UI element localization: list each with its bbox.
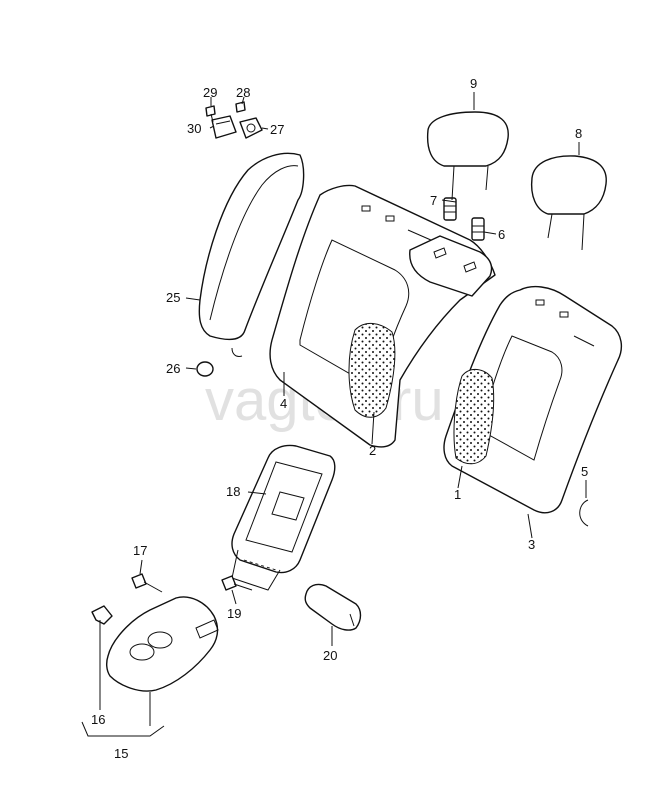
backrest-cushion-part-2: [348, 323, 396, 418]
bolt-part-19: [221, 575, 253, 591]
backrest-cover-part-3: [443, 285, 623, 514]
headrest-part-9: [426, 111, 509, 201]
callout-2: 2: [369, 443, 376, 458]
leader-lines: [81, 92, 587, 737]
callout-19: 19: [227, 606, 241, 621]
callout-16: 16: [91, 712, 105, 727]
clip-part-27: [239, 117, 263, 139]
headrest-guide-part-6: [471, 217, 485, 241]
headrest-guide-part-7: [443, 197, 457, 221]
cap-part-26: [196, 361, 214, 377]
armrest-cover-part-20: [304, 583, 362, 631]
callout-20: 20: [323, 648, 337, 663]
callout-4: 4: [280, 396, 287, 411]
clip-part-5: [579, 499, 589, 527]
screw-part-29: [205, 105, 216, 123]
callout-30: 30: [187, 121, 201, 136]
armrest-frame-part-18: [231, 444, 336, 591]
callout-9: 9: [470, 76, 477, 91]
callout-27: 27: [270, 122, 284, 137]
callout-7: 7: [430, 193, 437, 208]
callout-5: 5: [581, 464, 588, 479]
callout-18: 18: [226, 484, 240, 499]
side-bolster-part-25: [198, 152, 305, 357]
callout-25: 25: [166, 290, 180, 305]
screw-part-28: [235, 101, 246, 113]
callout-29: 29: [203, 85, 217, 100]
backrest-cushion-part-1: [453, 369, 495, 465]
headrest-mount-plate: [409, 235, 493, 297]
callout-28: 28: [236, 85, 250, 100]
clip-part-16: [91, 605, 113, 625]
armrest-part-15: [105, 596, 219, 692]
bolt-part-17: [131, 573, 163, 593]
bracket-part-30: [211, 115, 237, 139]
callout-labels: 1 2 3 4 5 6 7 8 9 15 16 17 18 19 20 25 2…: [91, 76, 588, 761]
callout-3: 3: [528, 537, 535, 552]
callout-6: 6: [498, 227, 505, 242]
callout-17: 17: [133, 543, 147, 558]
callout-26: 26: [166, 361, 180, 376]
headrest-part-8: [530, 155, 607, 251]
callout-15: 15: [114, 746, 128, 761]
callout-1: 1: [454, 487, 461, 502]
callout-8: 8: [575, 126, 582, 141]
